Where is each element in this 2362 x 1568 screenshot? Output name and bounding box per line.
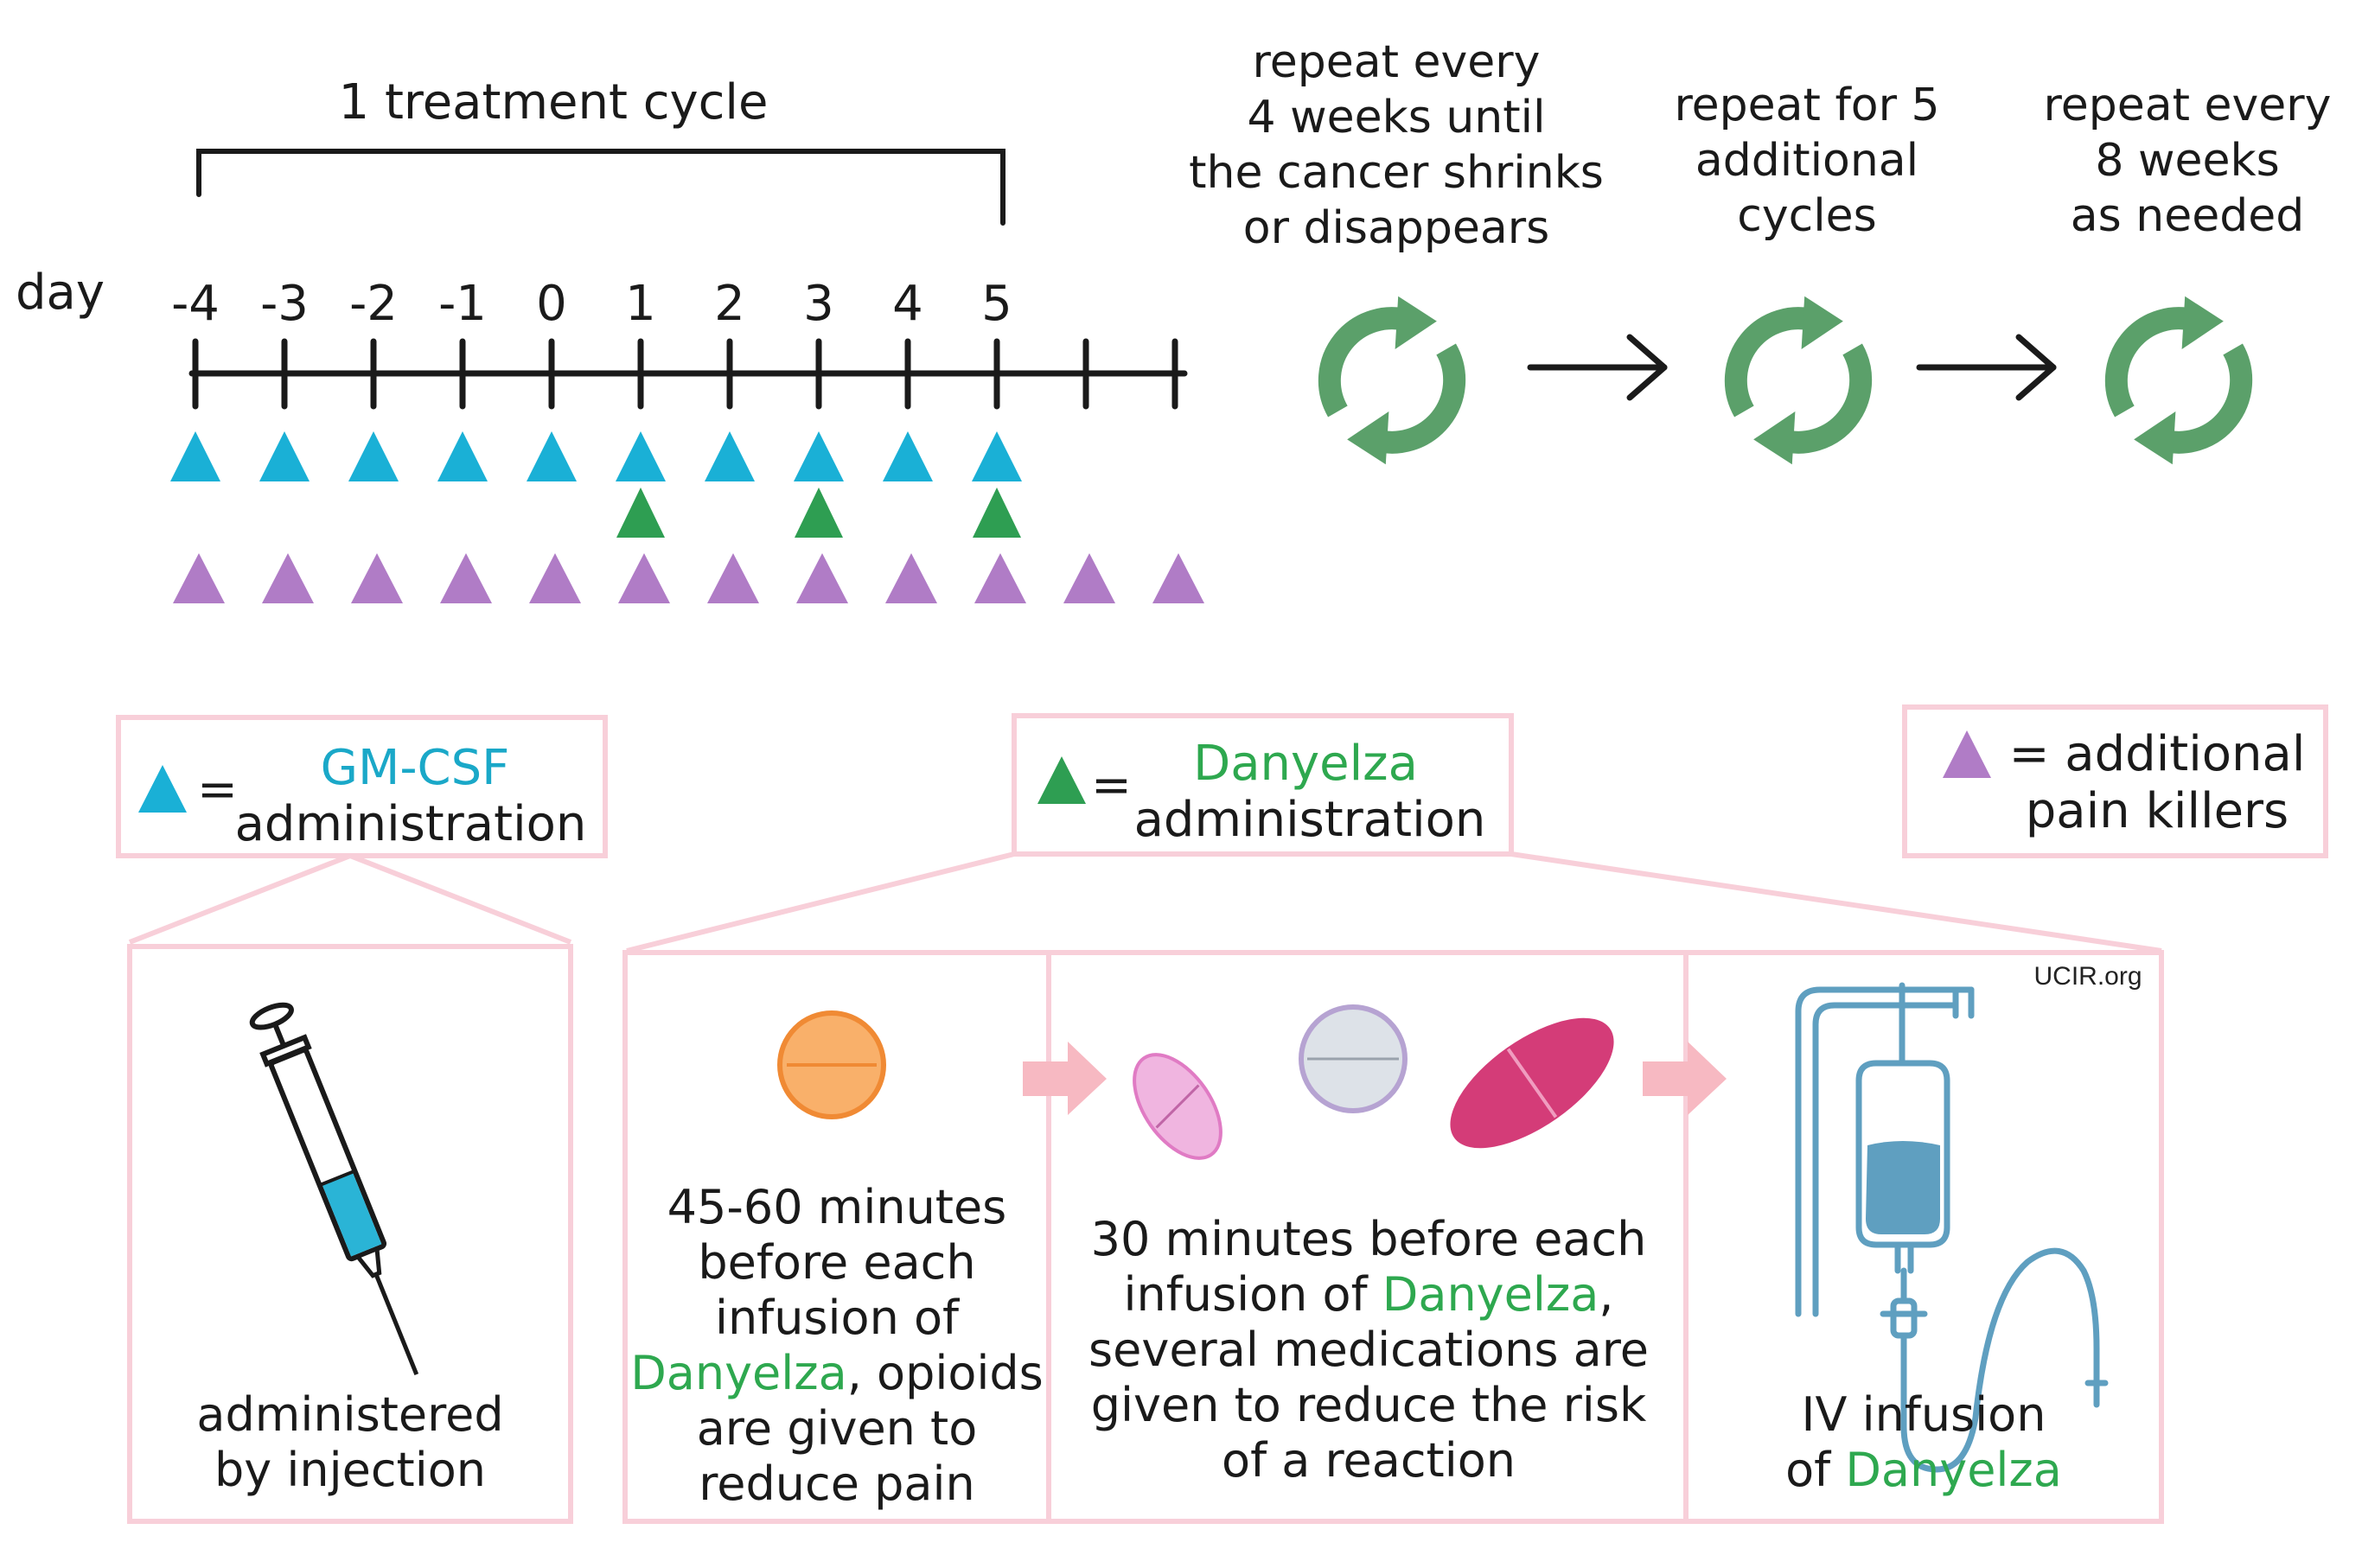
premeds-caption-part1: 30 minutes before each infusion of bbox=[1090, 1212, 1647, 1322]
danyelza-connector bbox=[626, 851, 2162, 953]
gmcsf-marker bbox=[972, 431, 1022, 481]
gmcsf-markers bbox=[170, 431, 1022, 481]
opioids-caption-part2: , opioids are given to reduce pain bbox=[696, 1346, 1044, 1511]
danyelza-marker bbox=[795, 488, 843, 538]
gmcsf-marker bbox=[794, 431, 844, 481]
danyelza-legend-triangle bbox=[1037, 756, 1086, 804]
painkiller-marker bbox=[885, 553, 937, 603]
painkiller-marker bbox=[618, 553, 670, 603]
day-label: 5 bbox=[981, 276, 1012, 332]
day-label: 4 bbox=[892, 276, 923, 332]
opioids-caption-drug: Danyelza bbox=[630, 1346, 847, 1400]
ucir-watermark: UCIR.org bbox=[2033, 962, 2142, 991]
gmcsf-marker bbox=[170, 431, 220, 481]
infusion-caption-drug: Danyelza bbox=[1845, 1443, 2062, 1497]
legend-frames bbox=[116, 704, 2328, 1524]
cycle-icon bbox=[2104, 296, 2253, 465]
gmcsf-connector bbox=[128, 853, 572, 945]
painkiller-marker bbox=[707, 553, 759, 603]
gmcsf-marker bbox=[616, 431, 666, 481]
injection-caption: administered by injection bbox=[196, 1387, 504, 1497]
painkiller-legend-text: = additional pain killers bbox=[2008, 726, 2306, 839]
gmcsf-legend-equals: = bbox=[197, 762, 238, 818]
premeds-caption-drug: Danyelza bbox=[1382, 1267, 1599, 1322]
gmcsf-marker bbox=[348, 431, 399, 481]
gmcsf-legend-triangle bbox=[138, 765, 187, 813]
danyelza-panels-frame bbox=[622, 950, 2164, 1524]
danyelza-legend-frame bbox=[1012, 713, 1514, 857]
painkiller-marker bbox=[351, 553, 403, 603]
syringe-icon bbox=[249, 1002, 419, 1376]
gmcsf-marker bbox=[527, 431, 577, 481]
gmcsf-legend-desc: administration bbox=[234, 796, 587, 852]
cycle-icon bbox=[1724, 296, 1873, 465]
painkiller-markers bbox=[173, 553, 1204, 603]
opioids-caption-drug-line: Danyelza, opioids are given to reduce pa… bbox=[629, 1346, 1044, 1512]
premeds-caption-part2: , several medications are given to reduc… bbox=[1088, 1267, 1649, 1488]
painkiller-marker bbox=[1152, 553, 1204, 603]
infusion-caption: IV infusion of Danyelza bbox=[1690, 1387, 2157, 1498]
repeat-cycles bbox=[1318, 296, 2253, 465]
gmcsf-marker bbox=[437, 431, 488, 481]
opioids-caption: 45-60 minutes before each infusion of bbox=[629, 1180, 1044, 1346]
premeds-caption: 30 minutes before each infusion of Danye… bbox=[1053, 1212, 1684, 1488]
pink-capsule-icon bbox=[1133, 1053, 1222, 1160]
treatment-cycle-title: 1 treatment cycle bbox=[338, 74, 769, 131]
day-label: 0 bbox=[536, 276, 567, 332]
danyelza-legend-name: Danyelza bbox=[1193, 736, 1418, 792]
cycle-2-text: repeat for 5 additional cycles bbox=[1674, 80, 1940, 242]
flow-arrow-2 bbox=[1643, 1042, 1727, 1115]
painkiller-marker bbox=[796, 553, 848, 603]
painkiller-marker bbox=[529, 553, 581, 603]
cycle-3-text: repeat every 8 weeks as needed bbox=[2043, 80, 2332, 242]
danyelza-markers bbox=[616, 488, 1021, 538]
opioids-caption-part1: 45-60 minutes before each infusion of bbox=[667, 1180, 1007, 1345]
painkiller-legend-triangle bbox=[1943, 730, 1991, 778]
timeline bbox=[170, 149, 1204, 603]
painkiller-marker bbox=[173, 553, 225, 603]
danyelza-marker bbox=[616, 488, 665, 538]
right-arrow-icon bbox=[1916, 334, 2057, 401]
painkiller-marker bbox=[974, 553, 1026, 603]
day-label: 2 bbox=[714, 276, 745, 332]
day-axis-label: day bbox=[16, 265, 105, 321]
right-arrow-icon bbox=[1527, 334, 1668, 401]
gray-pill-icon bbox=[1299, 1004, 1408, 1113]
painkiller-marker bbox=[440, 553, 492, 603]
orange-pill-icon bbox=[777, 1010, 886, 1119]
cycle-icon bbox=[1318, 296, 1466, 465]
timeline-ticks bbox=[192, 338, 1178, 410]
gmcsf-legend-frame bbox=[116, 715, 608, 858]
danyelza-legend-desc: administration bbox=[1133, 792, 1486, 848]
danyelza-marker bbox=[973, 488, 1021, 538]
gmcsf-marker bbox=[883, 431, 933, 481]
infusion-caption-part1: IV infusion of bbox=[1785, 1387, 2046, 1497]
painkiller-legend-frame bbox=[1902, 704, 2328, 858]
day-label: -4 bbox=[171, 276, 220, 332]
cycle-1-text: repeat every 4 weeks until the cancer sh… bbox=[1189, 36, 1604, 254]
gmcsf-marker bbox=[259, 431, 310, 481]
day-label: -2 bbox=[349, 276, 398, 332]
gmcsf-legend-name: GM-CSF bbox=[320, 740, 510, 796]
gmcsf-marker bbox=[705, 431, 755, 481]
injection-panel-frame bbox=[127, 944, 573, 1524]
iv-bag-icon bbox=[1795, 982, 2109, 1473]
painkiller-marker bbox=[262, 553, 314, 603]
magenta-capsule-icon bbox=[1450, 1017, 1614, 1149]
day-label: 3 bbox=[803, 276, 834, 332]
danyelza-legend-equals: = bbox=[1091, 757, 1132, 813]
day-label: -1 bbox=[438, 276, 487, 332]
flow-arrow-1 bbox=[1023, 1042, 1107, 1115]
day-label: 1 bbox=[625, 276, 656, 332]
day-label: -3 bbox=[260, 276, 309, 332]
treatment-cycle-bracket bbox=[196, 149, 1005, 226]
painkiller-marker bbox=[1063, 553, 1115, 603]
